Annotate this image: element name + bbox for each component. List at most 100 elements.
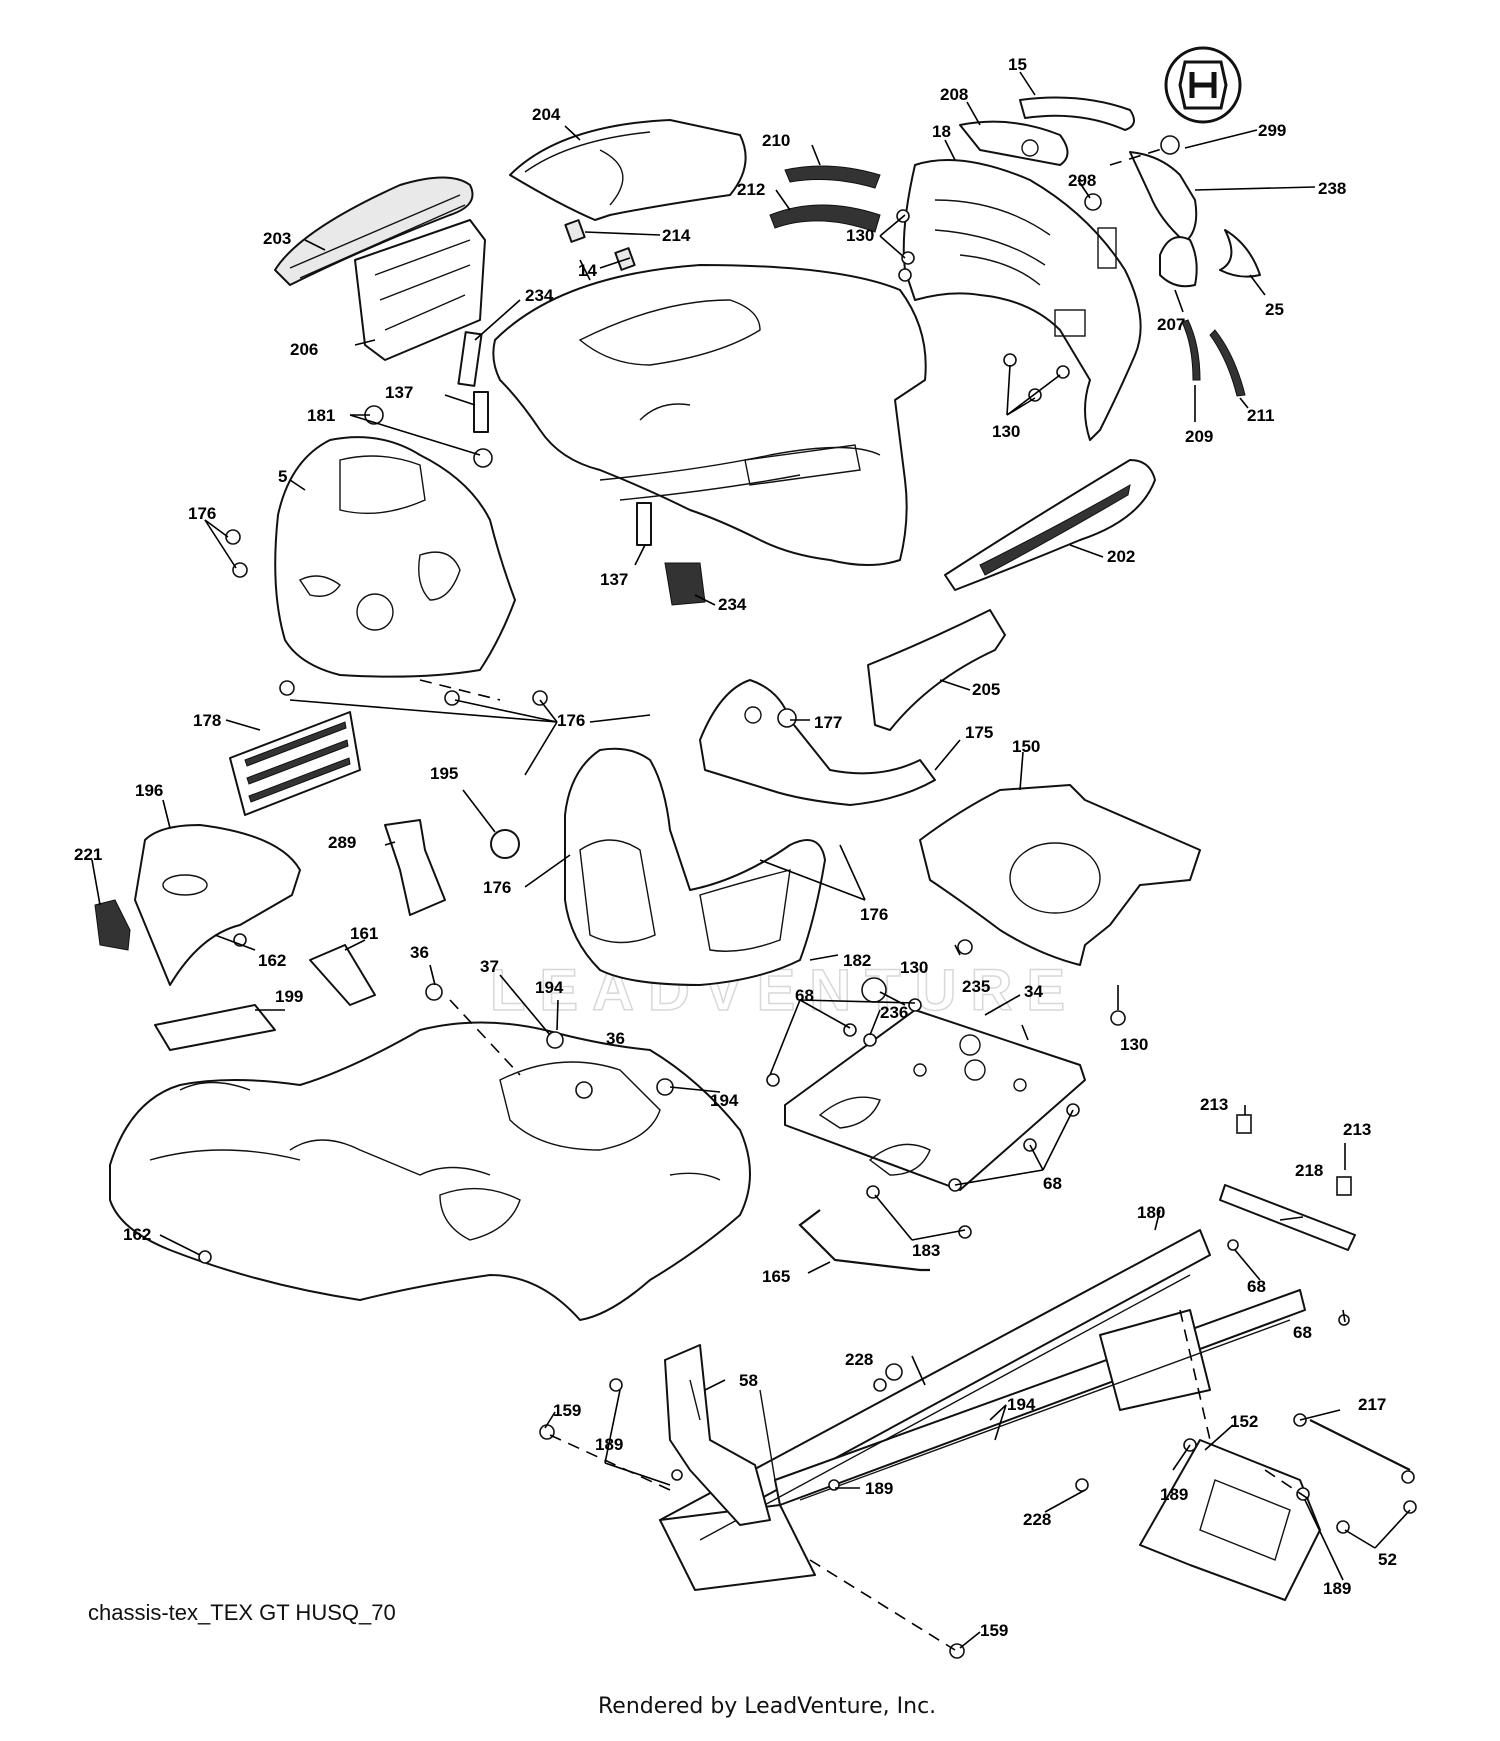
callout-228b: 228 <box>1023 1510 1051 1529</box>
diagram-id-label: chassis-tex_TEX GT HUSQ_70 <box>88 1600 396 1625</box>
callout-159b: 159 <box>980 1621 1008 1640</box>
part-199-clip <box>154 1004 276 1051</box>
part-152-cover <box>1139 1439 1321 1601</box>
callout-234b: 234 <box>718 595 747 614</box>
callout-36b: 36 <box>606 1029 625 1048</box>
callout-58: 58 <box>739 1371 758 1390</box>
callout-137a: 137 <box>385 383 413 402</box>
callout-25: 25 <box>1265 300 1284 319</box>
callout-217: 217 <box>1358 1395 1386 1414</box>
part-238-bracket <box>1129 151 1198 243</box>
callout-228a: 228 <box>845 1350 873 1369</box>
part-234b-seal <box>664 562 706 606</box>
part-161-cover <box>309 944 376 1006</box>
part-68-bolts-plate <box>766 998 1080 1192</box>
callout-205: 205 <box>972 680 1000 699</box>
callout-130b: 130 <box>992 422 1020 441</box>
part-180-frame <box>659 1229 1306 1591</box>
part-183-bolts <box>866 1185 972 1239</box>
callout-165: 165 <box>762 1267 790 1286</box>
brand-logo-icon <box>1164 46 1242 124</box>
callout-68a: 68 <box>795 986 814 1005</box>
part-205-panel <box>867 609 1006 731</box>
callout-234a: 234 <box>525 286 554 305</box>
callout-150: 150 <box>1012 737 1040 756</box>
callout-15: 15 <box>1008 55 1027 74</box>
callout-130c: 130 <box>900 958 928 977</box>
leader-dashed <box>419 147 1311 1651</box>
callout-289: 289 <box>328 833 356 852</box>
part-5-console <box>274 436 516 678</box>
callout-214: 214 <box>662 226 691 245</box>
part-137b-foam <box>636 502 652 546</box>
part-58-bracket <box>664 1344 776 1526</box>
callout-178: 178 <box>193 711 221 730</box>
callout-162a: 162 <box>258 951 286 970</box>
callout-218: 218 <box>1295 1161 1323 1180</box>
callout-175: 175 <box>965 723 993 742</box>
callout-176a: 176 <box>188 504 216 523</box>
callout-130a: 130 <box>846 226 874 245</box>
callout-182: 182 <box>843 951 871 970</box>
callout-208: 208 <box>940 85 968 104</box>
callout-176b: 176 <box>557 711 585 730</box>
part-150-footrest <box>919 784 1201 966</box>
callout-194a: 194 <box>535 978 564 997</box>
callout-159a: 159 <box>553 1401 581 1420</box>
callout-235: 235 <box>962 977 990 996</box>
callout-5: 5 <box>278 467 287 486</box>
callout-189b: 189 <box>865 1479 893 1498</box>
part-frame-fasteners <box>539 1363 1417 1659</box>
callout-180: 180 <box>1137 1203 1165 1222</box>
part-25-trim <box>1219 229 1261 278</box>
callout-labels: 15 204 208 18 299 210 212 298 238 203 21… <box>74 55 1397 1640</box>
callout-236: 236 <box>880 1003 908 1022</box>
callout-195: 195 <box>430 764 458 783</box>
callout-189c: 189 <box>1160 1485 1188 1504</box>
part-15-trim <box>1019 96 1135 131</box>
callout-194c: 194 <box>1007 1395 1036 1414</box>
callout-36a: 36 <box>410 943 429 962</box>
callout-213b: 213 <box>1343 1120 1371 1139</box>
part-178-plate <box>229 711 361 816</box>
part-14-hood <box>492 264 927 566</box>
part-177-grommet <box>777 708 797 728</box>
part-176-screws-console <box>225 529 548 706</box>
callout-137b: 137 <box>600 570 628 589</box>
callout-211: 211 <box>1247 406 1274 425</box>
callout-68c: 68 <box>1247 1277 1266 1296</box>
part-175-bracket <box>699 679 936 806</box>
callout-213a: 213 <box>1200 1095 1228 1114</box>
render-credit: Rendered by LeadVenture, Inc. <box>598 1694 937 1719</box>
callout-207: 207 <box>1157 315 1185 334</box>
leader-lines <box>91 71 1411 1649</box>
part-289-bracket <box>384 819 446 916</box>
part-195-grommet <box>490 829 520 859</box>
part-130-screws-footrest <box>957 939 1126 1026</box>
callout-52: 52 <box>1378 1550 1397 1569</box>
part-202-side-panel <box>944 459 1156 591</box>
callout-162b: 162 <box>123 1225 151 1244</box>
part-209-211-mesh <box>1181 319 1246 397</box>
callout-18: 18 <box>932 122 951 141</box>
callout-204: 204 <box>532 105 561 124</box>
callout-183: 183 <box>912 1241 940 1260</box>
part-217-rod <box>1309 1419 1411 1471</box>
part-181-fasteners <box>364 405 493 468</box>
part-206-grille-frame <box>354 219 486 361</box>
part-208-cover <box>959 120 1069 166</box>
callout-152: 152 <box>1230 1412 1258 1431</box>
part-203-grille <box>274 176 474 286</box>
part-37-fender <box>109 1021 751 1321</box>
part-137a-foam <box>473 391 489 433</box>
callout-189d: 189 <box>1323 1579 1351 1598</box>
callout-202: 202 <box>1107 547 1135 566</box>
callout-221: 221 <box>74 845 102 864</box>
part-213-bolts <box>1227 1114 1352 1326</box>
part-18-dash <box>902 159 1142 441</box>
part-218-bracket <box>1219 1184 1356 1251</box>
callout-161: 161 <box>350 924 378 943</box>
callout-34: 34 <box>1024 982 1043 1001</box>
callout-14: 14 <box>578 261 597 280</box>
callout-176d: 176 <box>860 905 888 924</box>
